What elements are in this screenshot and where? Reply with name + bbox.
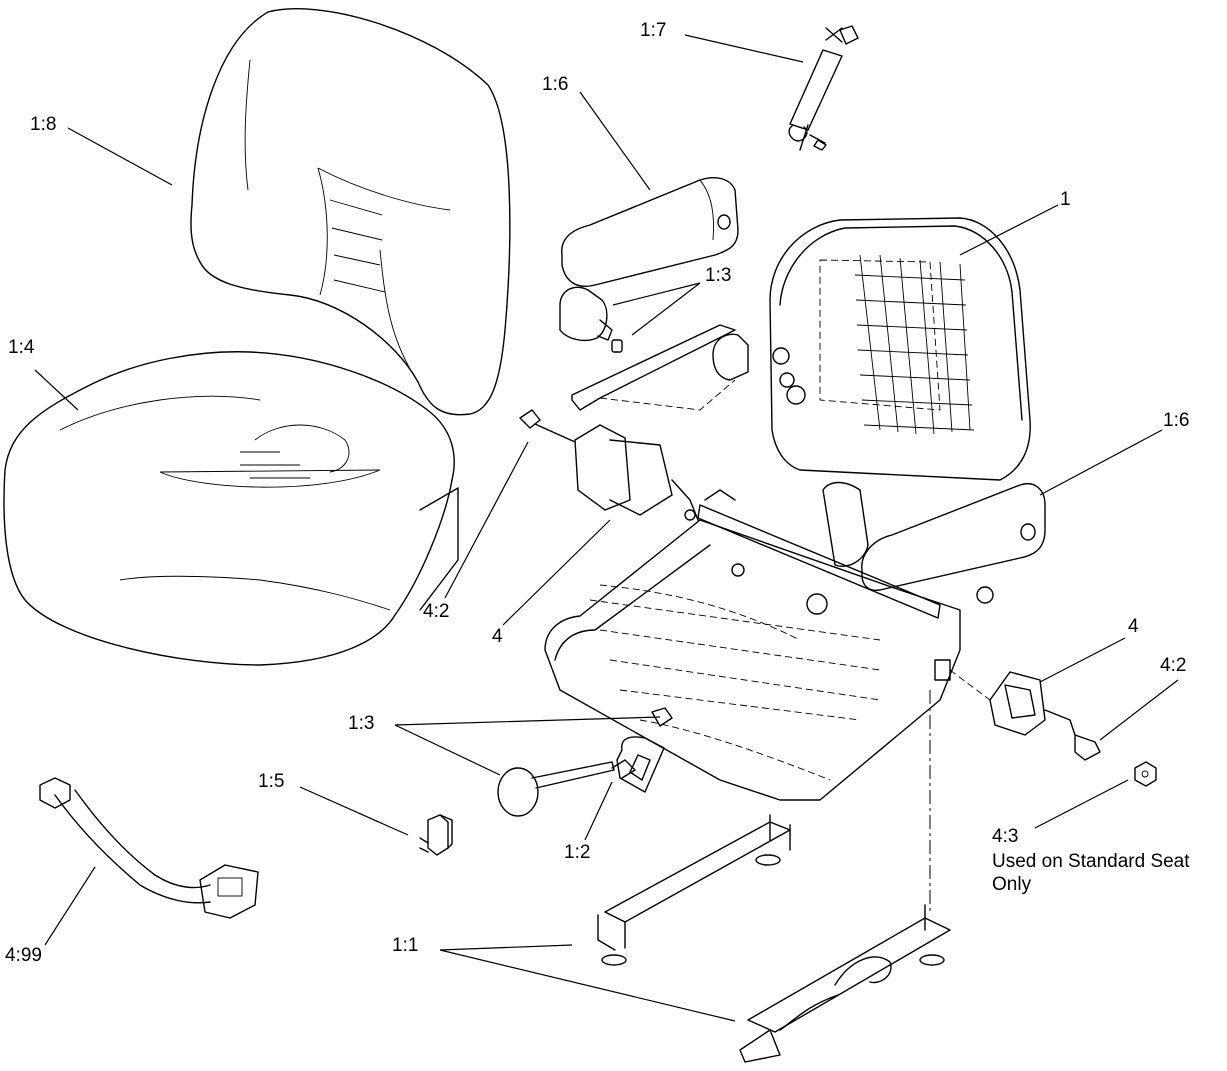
callout-1-8: 1:8: [30, 114, 57, 135]
nut: [1134, 761, 1157, 787]
callout-4-right: 4: [1128, 616, 1139, 637]
armrest-upper: [561, 177, 739, 287]
callout-1-6-upper: 1:6: [542, 74, 569, 95]
belt-anchor-right: [949, 669, 1101, 761]
note-only: Only: [992, 874, 1032, 895]
callout-1-3-upper: 1:3: [705, 265, 732, 286]
callout-1-5: 1:5: [258, 771, 285, 792]
belt-anchor-left: [519, 409, 699, 521]
lever: [616, 736, 665, 793]
callout-1-4: 1:4: [8, 337, 35, 358]
slide-rails: [597, 814, 951, 1063]
knob-lower: [497, 707, 673, 817]
callout-4-left: 4: [492, 626, 503, 647]
callout-1-7: 1:7: [640, 20, 667, 41]
leader-lines: [34, 34, 1179, 1022]
callout-1-2: 1:2: [564, 842, 591, 863]
callout-1-6-lower: 1:6: [1163, 410, 1190, 431]
armrest-bracket: [571, 324, 736, 411]
callout-4-3: 4:3: [992, 826, 1019, 847]
knob-upper: [559, 286, 623, 353]
callout-1-1: 1:1: [392, 935, 419, 956]
armrest-lower: [861, 483, 1046, 592]
callout-4-2-left: 4:2: [423, 601, 450, 622]
callout-4-99: 4:99: [5, 945, 42, 966]
seat-belt: [39, 777, 259, 919]
callout-1: 1: [1060, 189, 1071, 210]
note-standard-seat: Used on Standard Seat: [992, 851, 1190, 872]
backrest-frame: [712, 217, 1031, 481]
seat-base-frame: [544, 481, 994, 801]
switch: [419, 814, 453, 856]
backrest-cushion: [190, 8, 511, 416]
callout-4-2-right: 4:2: [1160, 655, 1187, 676]
shock-absorber: [788, 25, 859, 151]
seat-cushion: [3, 351, 459, 666]
callout-1-3-lower: 1:3: [348, 713, 375, 734]
